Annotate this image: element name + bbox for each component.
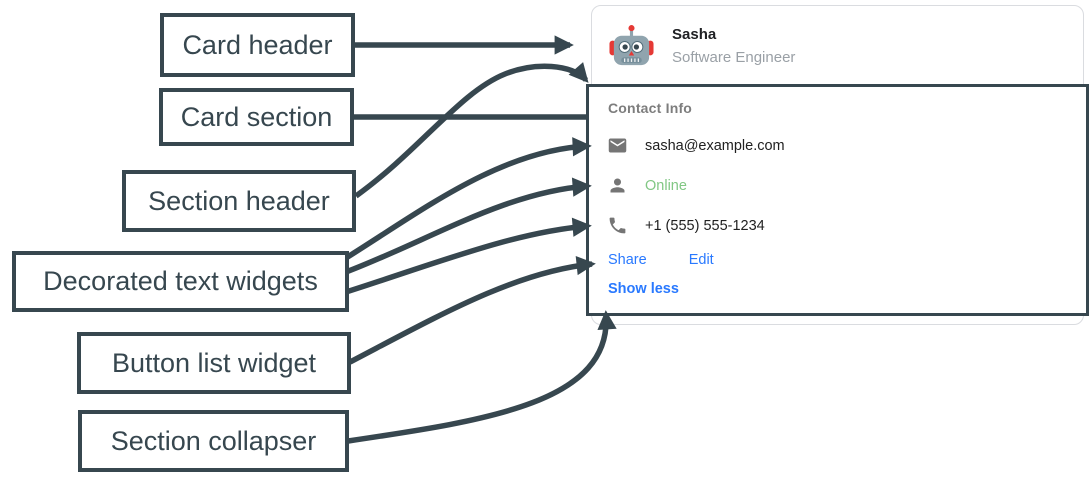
annotation-section-header: Section header bbox=[122, 170, 356, 232]
card-header: Sasha Software Engineer bbox=[592, 6, 1083, 86]
robot-avatar-icon bbox=[608, 23, 655, 70]
arrow-button-list bbox=[348, 256, 596, 365]
arrow-decorated-email bbox=[344, 137, 592, 261]
arrow-decorated-phone bbox=[345, 217, 592, 295]
annotation-decorated-text-widgets: Decorated text widgets bbox=[12, 251, 349, 312]
card-section: Contact Info sasha@example.com Online +1… bbox=[586, 84, 1089, 316]
phone-icon bbox=[609, 217, 626, 234]
annotation-card-section: Card section bbox=[159, 88, 354, 146]
decorated-text-status: Online bbox=[607, 175, 687, 196]
arrow-decorated-status bbox=[345, 177, 592, 275]
section-header-title: Contact Info bbox=[608, 100, 693, 116]
edit-button[interactable]: Edit bbox=[688, 252, 714, 268]
card-header-name: Sasha bbox=[672, 26, 717, 43]
arrow-section-collapser bbox=[347, 310, 617, 444]
phone-text: +1 (555) 555-1234 bbox=[645, 217, 765, 234]
decorated-text-email: sasha@example.com bbox=[607, 135, 785, 156]
status-text: Online bbox=[645, 177, 687, 194]
annotation-button-list-widget: Button list widget bbox=[77, 332, 351, 394]
button-list: Share Edit bbox=[608, 252, 714, 268]
decorated-text-phone: +1 (555) 555-1234 bbox=[607, 215, 765, 236]
section-collapser-button[interactable]: Show less bbox=[608, 281, 679, 297]
card-header-subtitle: Software Engineer bbox=[672, 49, 796, 66]
share-button[interactable]: Share bbox=[608, 252, 647, 268]
annotation-card-header: Card header bbox=[160, 13, 355, 77]
arrow-section-header bbox=[354, 62, 589, 199]
email-icon bbox=[608, 138, 627, 153]
annotation-section-collapser: Section collapser bbox=[78, 410, 349, 472]
person-icon bbox=[610, 178, 625, 193]
email-text: sasha@example.com bbox=[645, 137, 785, 154]
card-header-text: Sasha Software Engineer bbox=[672, 26, 795, 66]
